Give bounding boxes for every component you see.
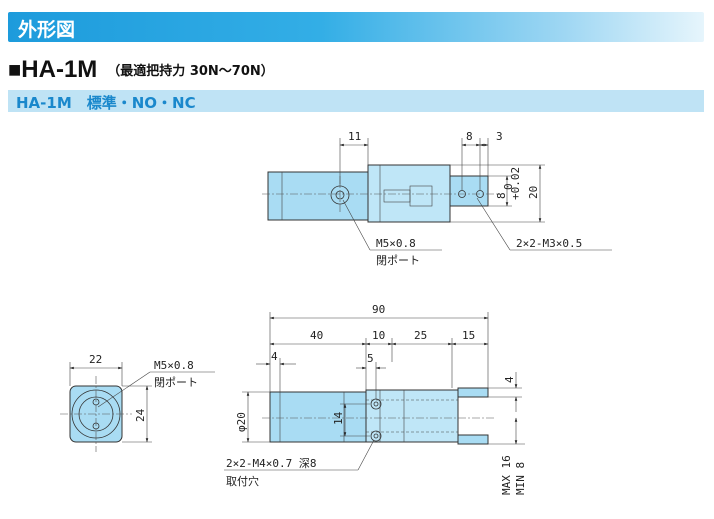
top-jaw-block bbox=[367, 164, 451, 223]
dim-min8: MIN 8 bbox=[514, 462, 527, 495]
square-bullet: ■ bbox=[8, 57, 22, 82]
dim-40: 40 bbox=[310, 329, 323, 342]
side-body bbox=[269, 391, 367, 443]
dim-90: 90 bbox=[372, 303, 385, 316]
end-view: 22 24 M5×0.8 閉ポート bbox=[60, 353, 215, 452]
dim-phi20: φ20 bbox=[235, 412, 248, 432]
top-port-thread: M5×0.8 bbox=[376, 237, 416, 250]
tol-8: +0.02 bbox=[509, 167, 522, 200]
side-jaw-block bbox=[365, 389, 459, 443]
dim-11: 11 bbox=[348, 130, 361, 143]
section-banner: 外形図 bbox=[8, 12, 704, 42]
dim-4-side: 4 bbox=[271, 350, 278, 363]
dim-10: 10 bbox=[372, 329, 385, 342]
end-port-thread: M5×0.8 bbox=[154, 359, 194, 372]
top-tap-note: 2×2-M3×0.5 bbox=[516, 237, 582, 250]
top-view: 11 8 3 8 +0.02 0 20 M5×0.8 閉ポート 2×2-M3×0… bbox=[262, 130, 612, 267]
top-body bbox=[267, 171, 369, 221]
variant-banner: HA-1M 標準・NO・NC bbox=[8, 90, 704, 112]
end-port-label: 閉ポート bbox=[154, 376, 198, 389]
dim-14: 14 bbox=[332, 411, 345, 425]
dim-15: 15 bbox=[462, 329, 475, 342]
dim-max16: MAX 16 bbox=[500, 455, 513, 495]
dim-3-top: 3 bbox=[496, 130, 503, 143]
side-view: 90 40 10 25 15 4 5 φ20 14 bbox=[224, 303, 527, 495]
dim-22: 22 bbox=[89, 353, 102, 366]
dim-4-right: 4 bbox=[503, 376, 516, 383]
side-mount-hole-2 bbox=[370, 430, 382, 442]
dim-5: 5 bbox=[367, 352, 374, 365]
variant-title: HA-1M 標準・NO・NC bbox=[16, 94, 196, 112]
model-heading: ■HA-1M （最適把持力 30N〜70N） bbox=[8, 56, 274, 84]
dim-25: 25 bbox=[414, 329, 427, 342]
dim-8-top: 8 bbox=[466, 130, 473, 143]
side-mount-label: 取付穴 bbox=[226, 474, 259, 488]
dim-24: 24 bbox=[134, 408, 147, 422]
model-name: HA-1M bbox=[21, 56, 98, 83]
section-title: 外形図 bbox=[18, 19, 76, 41]
side-finger-top bbox=[457, 387, 489, 398]
dim-20-top: 20 bbox=[527, 186, 540, 199]
side-finger-bottom bbox=[457, 434, 489, 445]
side-mount-note: 2×2-M4×0.7 深8 bbox=[226, 457, 316, 470]
model-spec: （最適把持力 30N〜70N） bbox=[107, 64, 274, 79]
top-port-label: 閉ポート bbox=[376, 254, 420, 267]
dim-8-vert: 8 bbox=[495, 192, 508, 199]
tol-8-zero: 0 bbox=[502, 183, 515, 190]
